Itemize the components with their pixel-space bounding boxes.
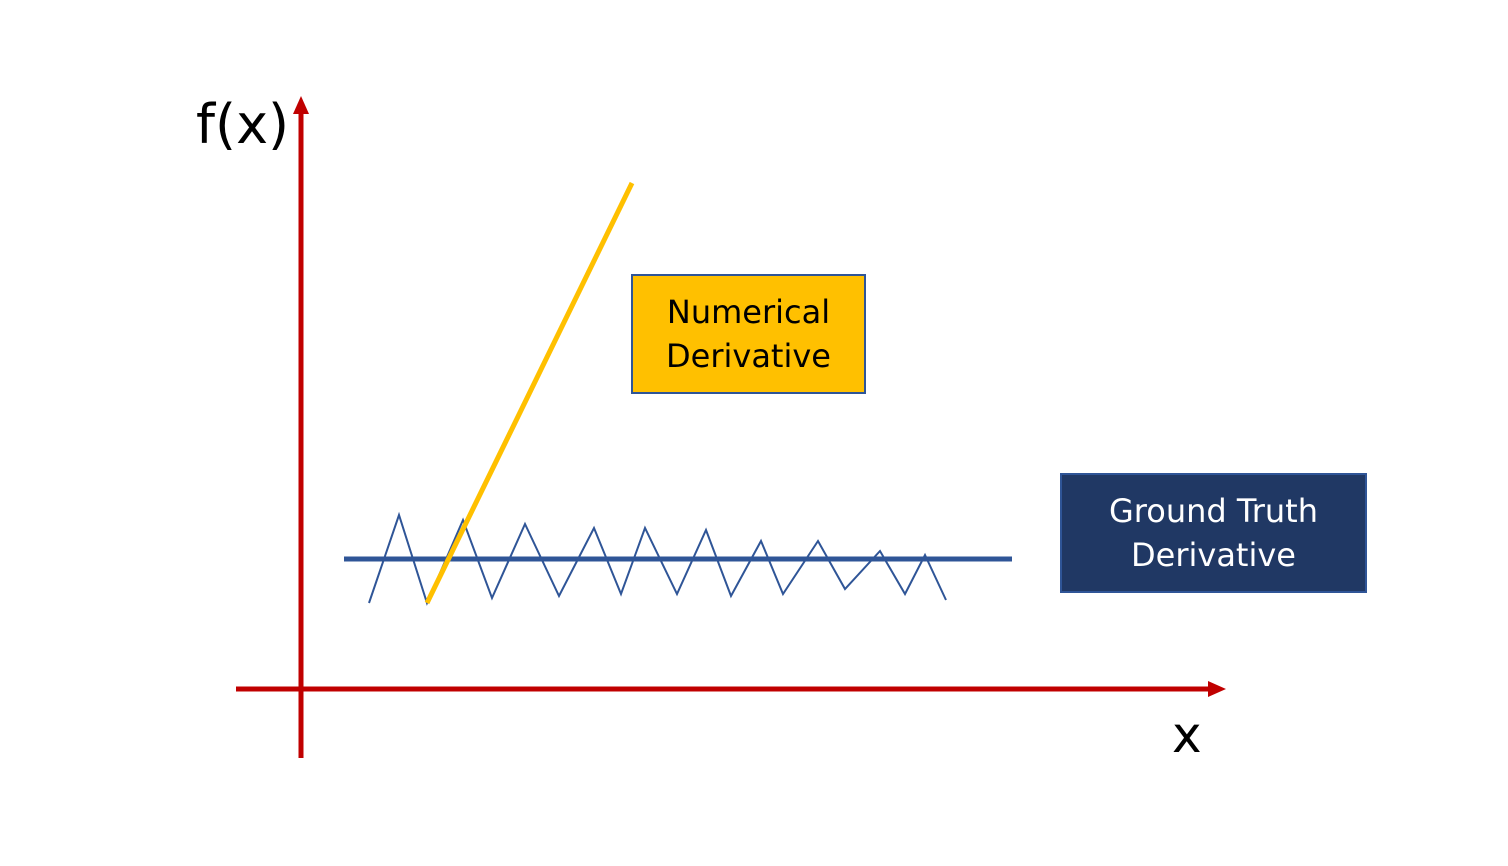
numerical-derivative-line [424,181,635,605]
y-axis-arrowhead [293,96,309,114]
numerical-derivative-label-line2: Derivative [666,337,831,375]
noisy-zigzag-line [368,511,947,606]
x-axis-arrowhead [1208,681,1226,697]
numerical-derivative-callout: Numerical Derivative [631,274,866,394]
ground-truth-label-line1: Ground Truth [1109,492,1318,530]
y-axis-label: f(x) [196,93,290,156]
ground-truth-label-line2: Derivative [1131,536,1296,574]
numerical-derivative-label-line1: Numerical [666,293,831,331]
x-axis-label: x [1172,706,1202,764]
ground-truth-derivative-callout: Ground Truth Derivative [1060,473,1367,593]
